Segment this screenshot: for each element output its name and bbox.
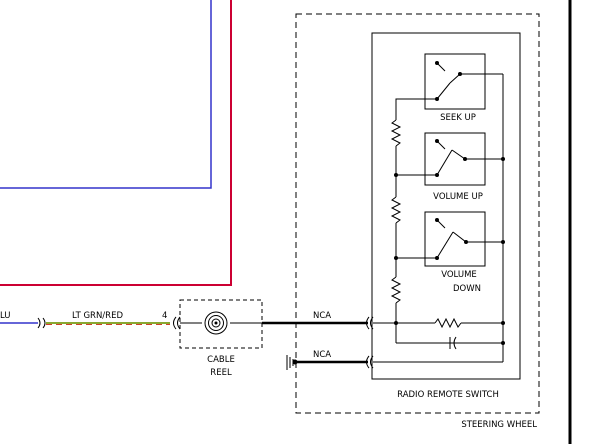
nca-lower-junction: [292, 359, 298, 365]
cable-reel-label-line1: CABLE: [207, 355, 235, 365]
switch-volume-up-label: VOLUME UP: [433, 192, 483, 202]
return-junction-3: [501, 321, 505, 325]
blue-wire: [0, 0, 212, 189]
cable-color-label: LT GRN/RED: [72, 311, 123, 321]
coil-icon: [204, 311, 228, 335]
seek-up-switch-icon: [435, 61, 485, 101]
pin-number-label: 4: [162, 311, 167, 321]
volume-up-switch-icon: [435, 139, 485, 177]
capacitor-icon: [449, 336, 457, 350]
ladder-junction-1: [394, 173, 398, 177]
cable-reel-label-line2: REEL: [210, 368, 232, 378]
inline-connector: [37, 317, 46, 329]
steering-wheel-box: [295, 13, 540, 414]
nca-lower-label: NCA: [313, 350, 331, 360]
switch-upper-connector: [366, 316, 374, 330]
switch-volume-down-label-2: DOWN: [453, 284, 481, 294]
cable-reel-box: [179, 299, 263, 349]
left-stub-label: LU: [0, 311, 11, 321]
switch-seek-up: SEEK UP: [424, 53, 503, 123]
resistor-ladder: [390, 98, 503, 344]
nca-upper-label: NCA: [313, 311, 331, 321]
switch-lower-connector: [366, 355, 374, 369]
red-wire: [0, 0, 232, 286]
cable-reel-left-connector: [173, 316, 181, 330]
ladder-junction-2: [394, 256, 398, 260]
switch-volume-down: VOLUME DOWN: [424, 211, 503, 294]
ground-icon: [286, 355, 294, 370]
radio-remote-switch-box: [371, 32, 521, 380]
bottom-network: [373, 317, 503, 363]
switch-volume-down-label-1: VOLUME: [441, 270, 477, 280]
switch-seek-up-label: SEEK UP: [440, 113, 476, 123]
switch-volume-up: VOLUME UP: [424, 132, 503, 202]
return-junction-4: [501, 341, 505, 345]
volume-down-switch-icon: [435, 218, 485, 260]
radio-remote-switch-label: RADIO REMOTE SWITCH: [397, 390, 499, 400]
steering-wheel-label: STEERING WHEEL: [461, 420, 537, 430]
